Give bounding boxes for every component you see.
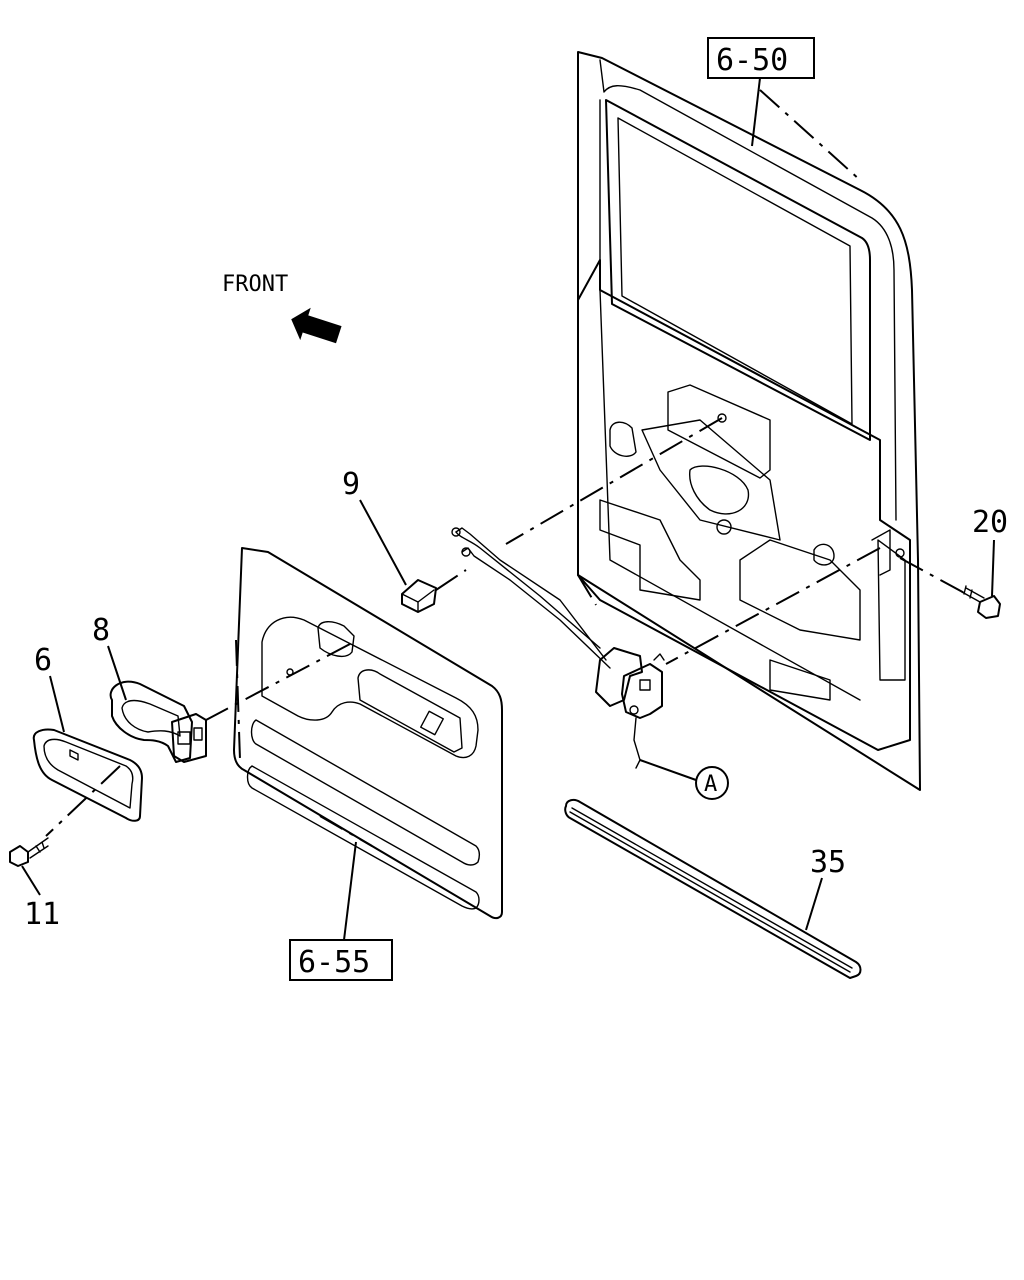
arrow-front-icon	[291, 307, 342, 344]
callout-11: 11	[21, 865, 60, 932]
callout-20: 20	[972, 505, 1008, 597]
svg-text:6-50: 6-50	[716, 43, 788, 78]
callout-9: 9	[342, 467, 407, 586]
door-trim-board	[233, 547, 503, 920]
callout-6: 6	[34, 643, 65, 733]
part-9-clip	[401, 579, 437, 613]
svg-text:11: 11	[24, 897, 60, 932]
assembly-lines	[45, 89, 971, 847]
svg-text:6: 6	[34, 643, 52, 678]
svg-text:6-55: 6-55	[298, 945, 370, 980]
rear-door-panel	[577, 51, 921, 791]
part-35-weatherstrip	[564, 798, 862, 979]
svg-text:20: 20	[972, 505, 1008, 540]
svg-text:A: A	[704, 772, 717, 797]
callout-35: 35	[805, 845, 846, 931]
callout-6-55: 6-55	[289, 841, 393, 981]
part-11-screw	[9, 837, 49, 867]
callout-6-50: 6-50	[707, 37, 815, 147]
marker-a: A	[639, 759, 729, 800]
front-label: FRONT	[222, 272, 288, 297]
svg-text:8: 8	[92, 613, 110, 648]
svg-text:35: 35	[810, 845, 846, 880]
part-20-screw	[961, 585, 1001, 619]
door-latch-assembly	[451, 527, 665, 769]
svg-text:9: 9	[342, 467, 360, 502]
part-6-bezel	[32, 728, 143, 822]
callout-8: 8	[92, 613, 127, 701]
